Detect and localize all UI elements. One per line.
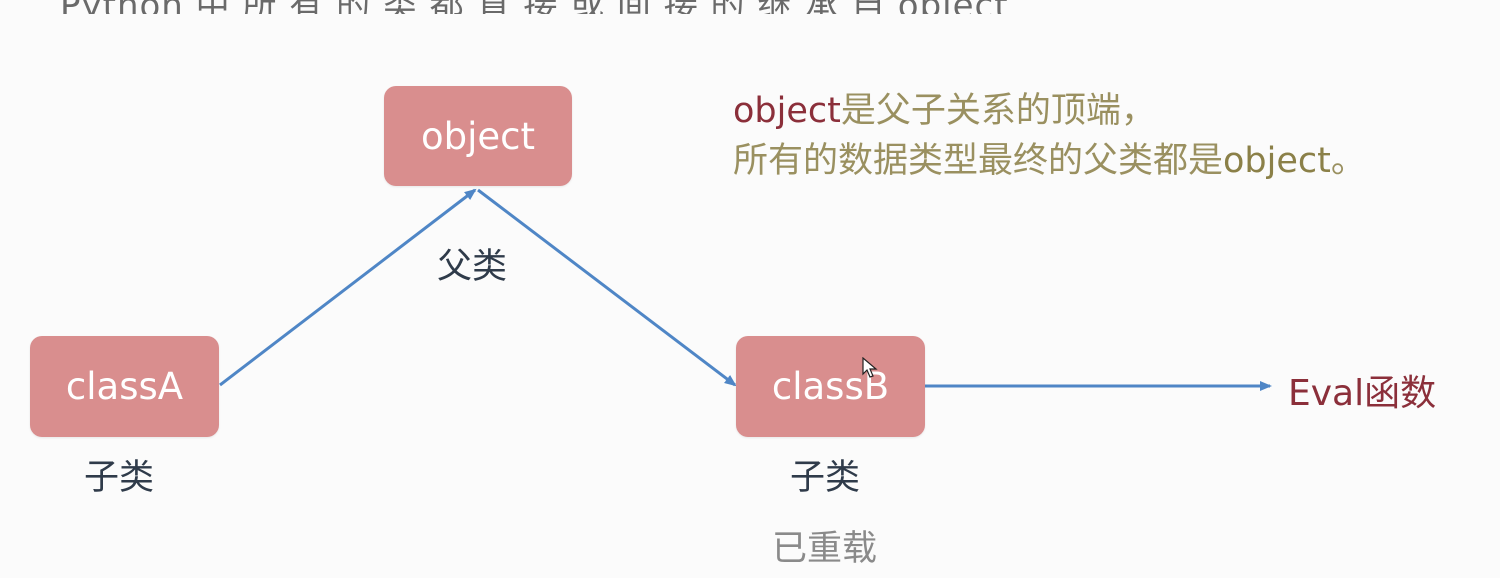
label-classB-override: 已重载	[772, 529, 878, 569]
label-object-parent: 父类	[437, 247, 508, 287]
note-line-1-rest: 是父子关系的顶端，	[840, 91, 1156, 131]
cropped-heading-text: Python 中 所 有 的 类 都 直 接 或 间 接 的 继 承 自 obj…	[60, 0, 1009, 14]
node-classB: classB	[736, 336, 925, 437]
note-keyword-object: object	[733, 91, 841, 131]
note-keyword-object-2: object	[1223, 141, 1331, 181]
label-classB-child: 子类	[790, 458, 861, 498]
note-line-1: object是父子关系的顶端，	[733, 86, 1366, 136]
mouse-cursor-icon	[862, 357, 878, 378]
object-note: object是父子关系的顶端， 所有的数据类型最终的父类都是object。	[733, 86, 1366, 186]
node-object: object	[384, 86, 572, 186]
arrow-classA-to-object	[219, 188, 477, 387]
cropped-heading: Python 中 所 有 的 类 都 直 接 或 间 接 的 继 承 自 obj…	[0, 0, 1500, 14]
arrow-object-to-classB	[477, 188, 737, 387]
eval-function-label: Eval函数	[1288, 373, 1437, 414]
note-line-2: 所有的数据类型最终的父类都是object。	[733, 136, 1366, 186]
note-line-2-start: 所有的数据类型最终的父类都是	[733, 141, 1224, 181]
label-classA-child: 子类	[84, 458, 155, 498]
note-line-2-end: 。	[1330, 141, 1366, 181]
node-classA: classA	[30, 336, 219, 437]
